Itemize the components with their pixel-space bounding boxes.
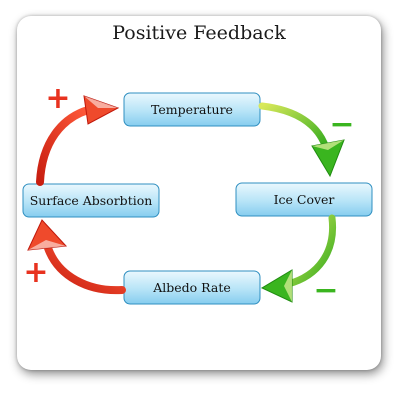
node-temperature: Temperature — [123, 92, 261, 127]
arrow-albedo-to-absorbtion — [27, 219, 126, 295]
sign-minus-top-right: − — [329, 107, 354, 142]
sign-plus-top-left: + — [45, 81, 70, 116]
diagram-title: Positive Feedback — [112, 22, 286, 44]
node-surface-absorbtion: Surface Absorbtion — [22, 183, 160, 218]
node-albedo-rate: Albedo Rate — [123, 270, 261, 305]
node-surface-absorbtion-label: Surface Absorbtion — [30, 193, 153, 208]
arrow-temperature-to-ice-cover — [258, 102, 345, 178]
arrow-ice-cover-to-albedo — [260, 214, 337, 303]
node-albedo-rate-label: Albedo Rate — [152, 280, 231, 295]
node-ice-cover-label: Ice Cover — [274, 192, 335, 207]
sign-plus-bottom-left: + — [23, 255, 48, 290]
node-temperature-label: Temperature — [151, 102, 233, 117]
node-ice-cover: Ice Cover — [235, 182, 373, 217]
sign-minus-bottom-right: − — [313, 273, 338, 308]
arrow-absorbtion-to-temperature — [36, 95, 120, 186]
